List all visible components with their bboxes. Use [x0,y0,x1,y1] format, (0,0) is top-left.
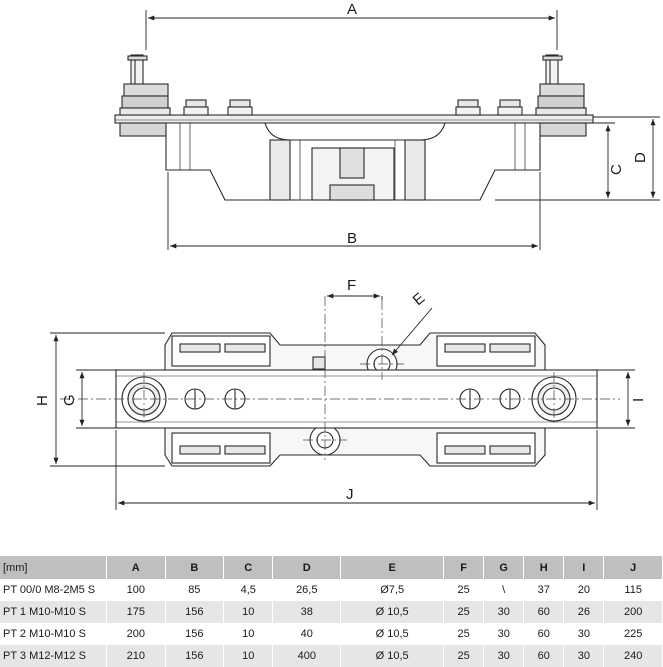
dim-label-c: C [608,164,625,175]
table-cell: 156 [165,645,225,667]
table-cell: 210 [106,645,166,667]
table-cell: 30 [563,623,605,645]
table-header-row: [mm] A B C D E F G H I J [0,556,663,579]
table-cell: Ø 10,5 [340,623,445,645]
table-cell: 30 [563,645,605,667]
dim-label-b: B [347,230,357,247]
column-header: A [106,556,166,579]
table-cell: 156 [165,623,225,645]
center-lines [60,296,620,460]
column-header: J [603,556,663,579]
table-cell: 40 [272,623,342,645]
unit-header: [mm] [0,556,107,579]
table-cell: 200 [106,623,166,645]
dim-label-e: E [410,290,429,309]
dim-label-g: G [61,394,78,406]
table-cell: 60 [523,645,565,667]
table-cell: 37 [523,579,565,601]
table-cell: 225 [603,623,663,645]
dimension-table: [mm] A B C D E F G H I J PT 00/0 M8-2M5 … [0,556,663,667]
column-header: B [165,556,225,579]
column-header: I [563,556,605,579]
model-cell: PT 2 M10-M10 S [0,623,107,645]
table-cell: 175 [106,601,166,623]
table-cell: 60 [523,623,565,645]
dim-label-j: J [346,486,354,503]
column-header: C [223,556,274,579]
dim-label-i: I [630,398,647,402]
dim-label-f: F [347,277,356,294]
table-cell: 25 [443,601,485,623]
table-cell: 60 [523,601,565,623]
dim-label-h: H [34,395,51,406]
table-cell: 200 [603,601,663,623]
table-row: PT 00/0 M8-2M5 S 100 85 4,5 26,5 Ø7,5 25… [0,579,663,601]
table-cell: 4,5 [223,579,274,601]
table-row: PT 3 M12-M12 S 210 156 10 400 Ø 10,5 25 … [0,645,663,667]
dim-label-d: D [632,152,649,163]
column-header: D [272,556,342,579]
table-cell: \ [483,579,525,601]
table-row: PT 1 M10-M10 S 175 156 10 38 Ø 10,5 25 3… [0,601,663,623]
table-cell: 30 [483,645,525,667]
side-view-dimensions [145,10,660,250]
side-view [114,54,594,201]
table-cell: 10 [223,601,274,623]
table-cell: Ø7,5 [340,579,445,601]
column-header: H [523,556,565,579]
table-cell: 25 [443,579,485,601]
column-header: G [483,556,525,579]
table-cell: 38 [272,601,342,623]
table-cell: 85 [165,579,225,601]
table-cell: 26,5 [272,579,342,601]
table-cell: 25 [443,645,485,667]
top-view [115,332,598,467]
table-cell: Ø 10,5 [340,601,445,623]
table-cell: 115 [603,579,663,601]
model-cell: PT 00/0 M8-2M5 S [0,579,107,601]
table-row: PT 2 M10-M10 S 200 156 10 40 Ø 10,5 25 3… [0,623,663,645]
table-cell: Ø 10,5 [340,645,445,667]
dim-label-a: A [347,1,357,18]
table-cell: 10 [223,623,274,645]
table-cell: 400 [272,645,342,667]
table-cell: 30 [483,623,525,645]
table-cell: 30 [483,601,525,623]
model-cell: PT 1 M10-M10 S [0,601,107,623]
model-cell: PT 3 M12-M12 S [0,645,107,667]
column-header: F [443,556,485,579]
technical-drawing: A B C D [34,1,660,510]
table-cell: 10 [223,645,274,667]
table-cell: 156 [165,601,225,623]
table-cell: 20 [563,579,605,601]
column-header: E [340,556,445,579]
table-cell: 25 [443,623,485,645]
table-cell: 240 [603,645,663,667]
top-view-dimensions [50,293,635,510]
table-cell: 100 [106,579,166,601]
table-cell: 26 [563,601,605,623]
